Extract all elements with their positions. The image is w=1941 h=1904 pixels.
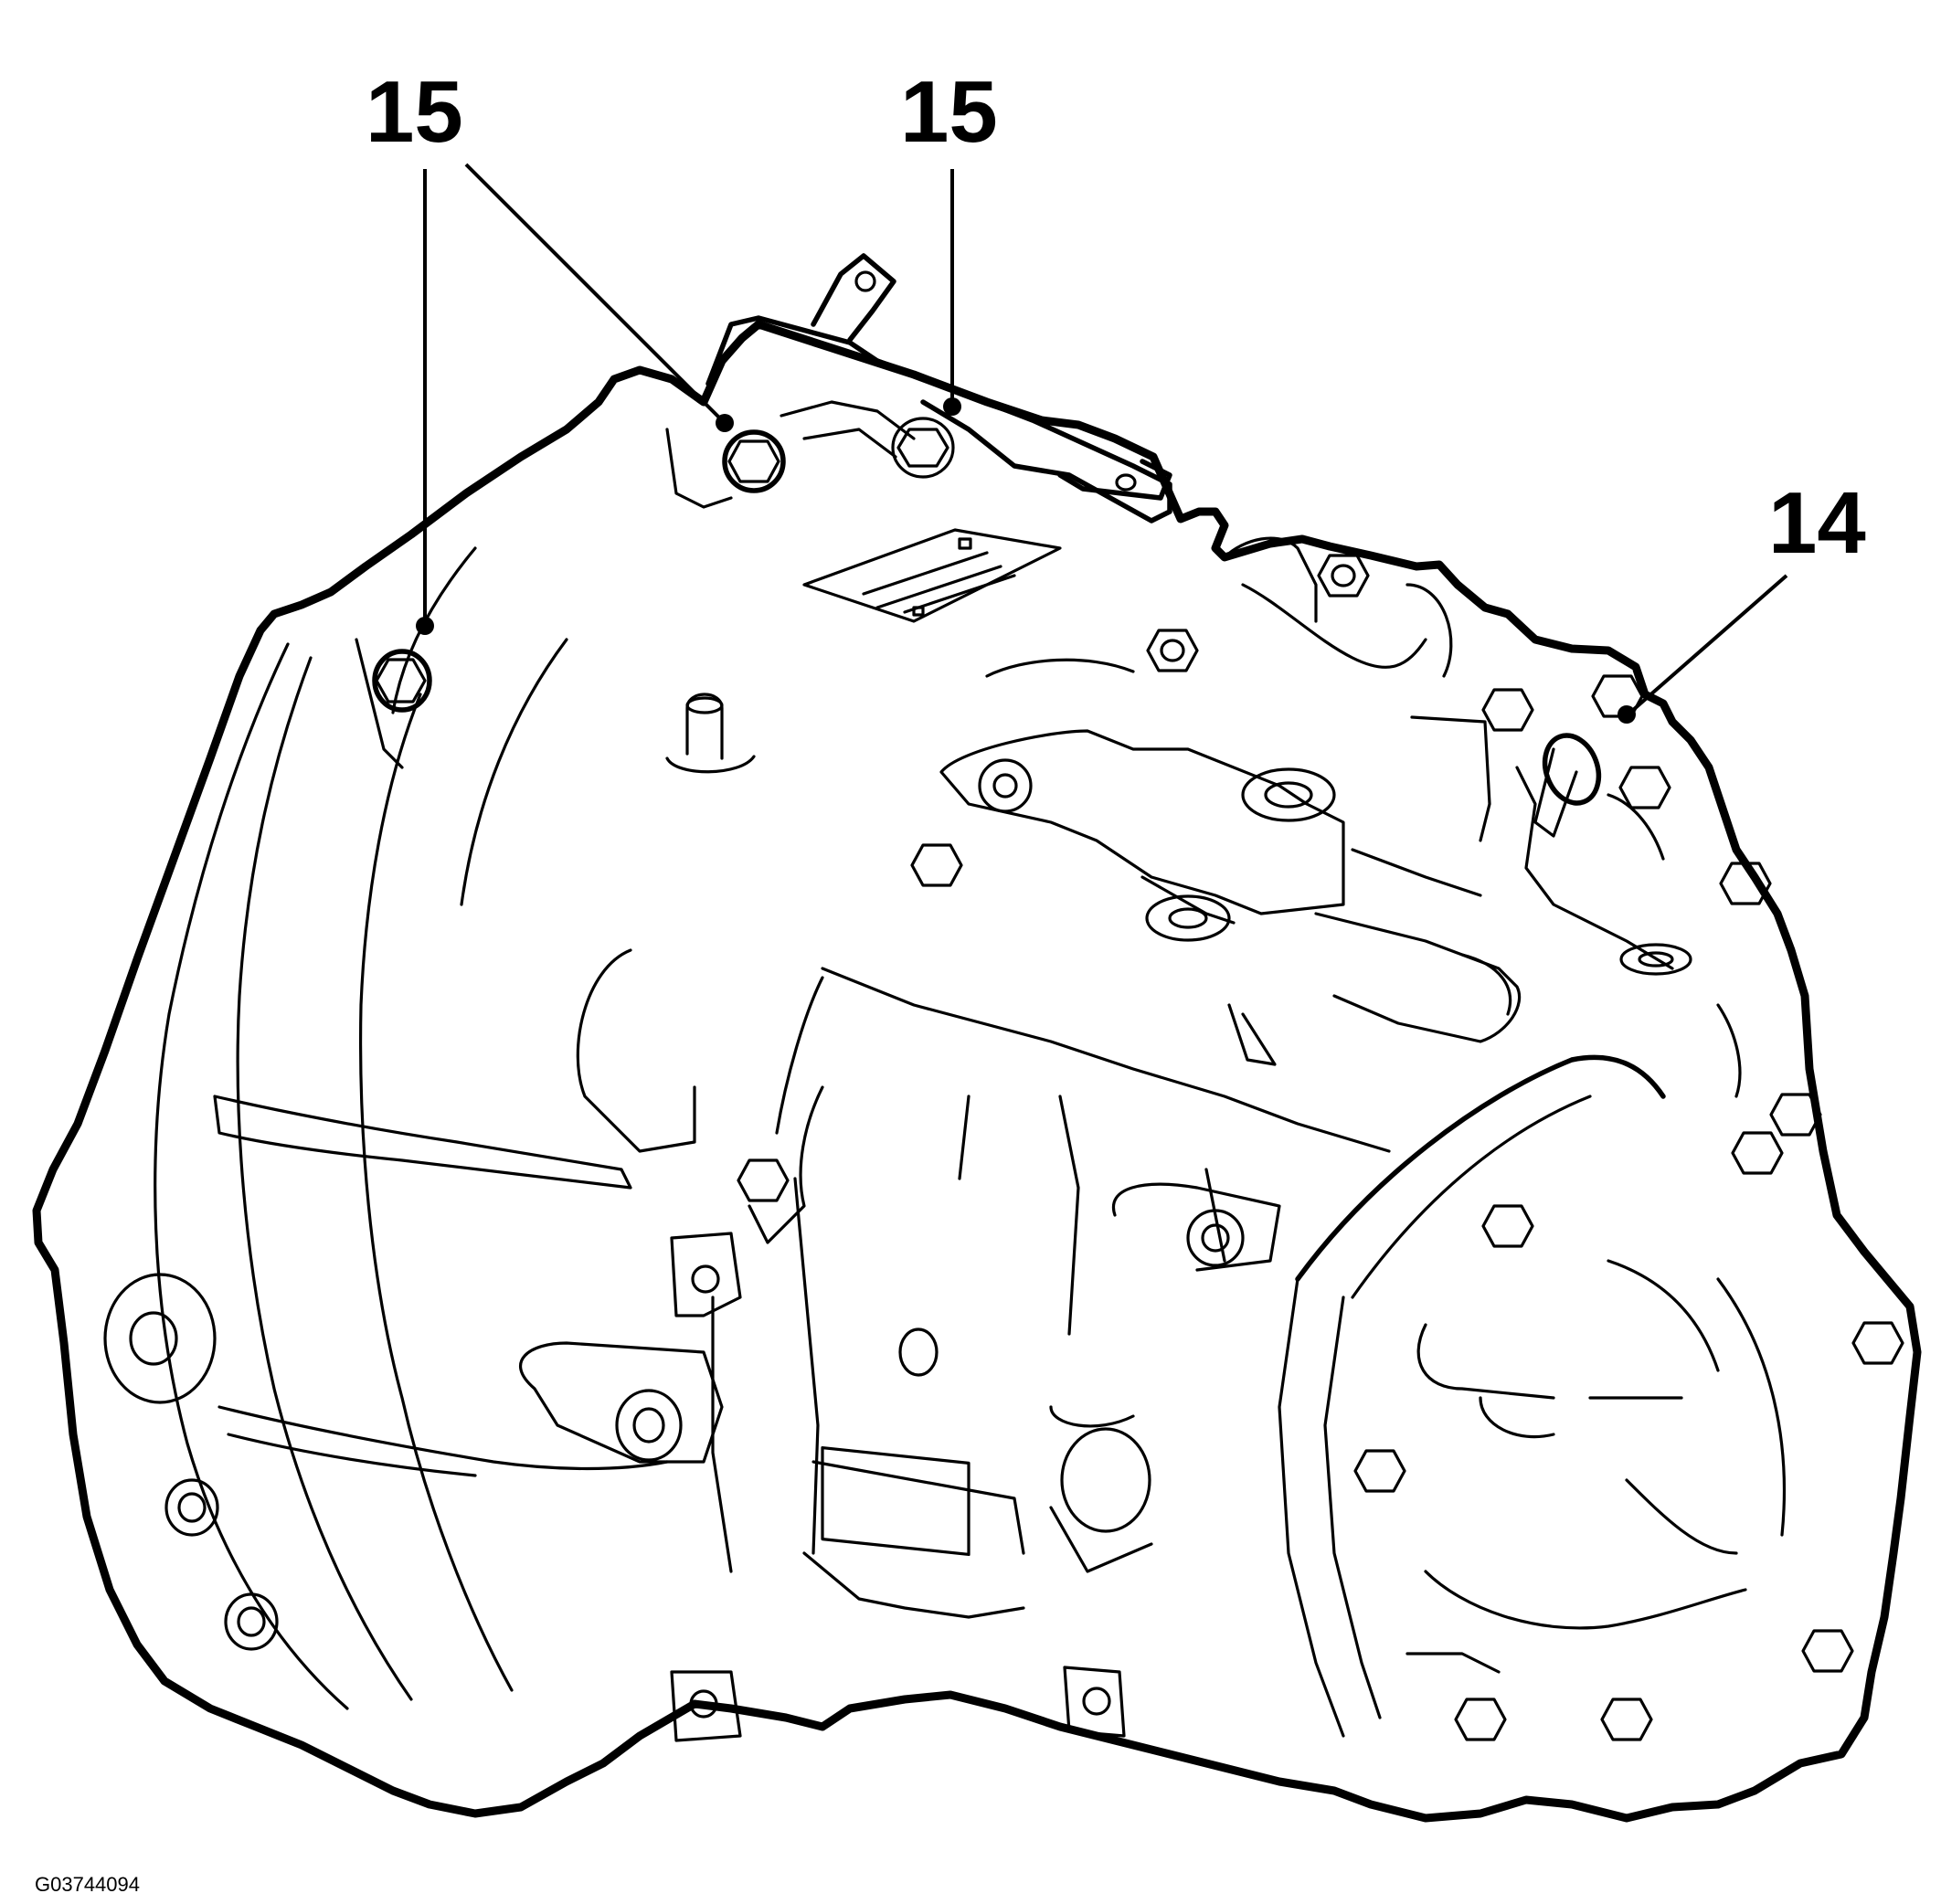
transaxle-housing-outline [32,320,1922,1823]
bottom-mount-pads [670,1551,1126,1742]
bell-housing-mount-pads [103,1095,669,1651]
callout-leaders [416,163,1788,724]
bolt-right-4 [1769,1093,1822,1137]
figure-id: G03744094 [35,1873,140,1896]
bolt-top-right-2 [1481,688,1534,732]
lower-mount-boss [519,1328,1135,1557]
bolt-top-bracket-2 [891,417,955,479]
bolt-endcover-4 [1600,1698,1653,1741]
bolt-endcover-3 [1454,1698,1507,1741]
bell-housing [154,546,568,1710]
leader-dot-14 [1618,705,1636,724]
leader-line-15-left-b [464,163,724,422]
upper-bracket [665,253,1172,524]
bolt-endcover-2 [1353,1449,1406,1493]
leader-dot-15-left-b [716,414,734,432]
top-label-plate [802,528,1062,623]
bolt-middle-1 [910,843,963,887]
upper-right-features [985,536,1742,1098]
bolt-right-6 [1851,1321,1904,1365]
center-housing [576,948,1391,1573]
sensor-o-ring [1533,733,1602,838]
bolt-top-left [372,649,432,713]
bolt-top-right-1 [1317,554,1370,598]
leader-line-14 [1630,574,1788,713]
right-mount-boss [1049,1182,1281,1573]
callout-15-middle: 15 [900,63,998,161]
bolt-top-center [1146,629,1199,672]
bolt-right-2 [1618,766,1671,809]
bolt-right-5 [1731,1131,1784,1175]
leader-dot-15-left-a [416,617,434,635]
callout-15-left: 15 [366,63,463,161]
leader-dot-15-middle [943,397,961,416]
callout-labels: 15 15 14 [366,63,1866,572]
bolt-middle-2 [737,1158,790,1202]
shift-tower [939,729,1522,1066]
breather-stud [665,693,756,774]
bolt-right-3 [1719,862,1772,905]
end-cover [1278,1054,1787,1738]
bolt-endcover-1 [1481,1204,1534,1248]
bolt-right-7 [1801,1629,1854,1673]
callout-14: 14 [1768,474,1866,572]
housing-bolts [372,417,1904,1741]
bolt-top-bracket-1 [722,429,786,493]
